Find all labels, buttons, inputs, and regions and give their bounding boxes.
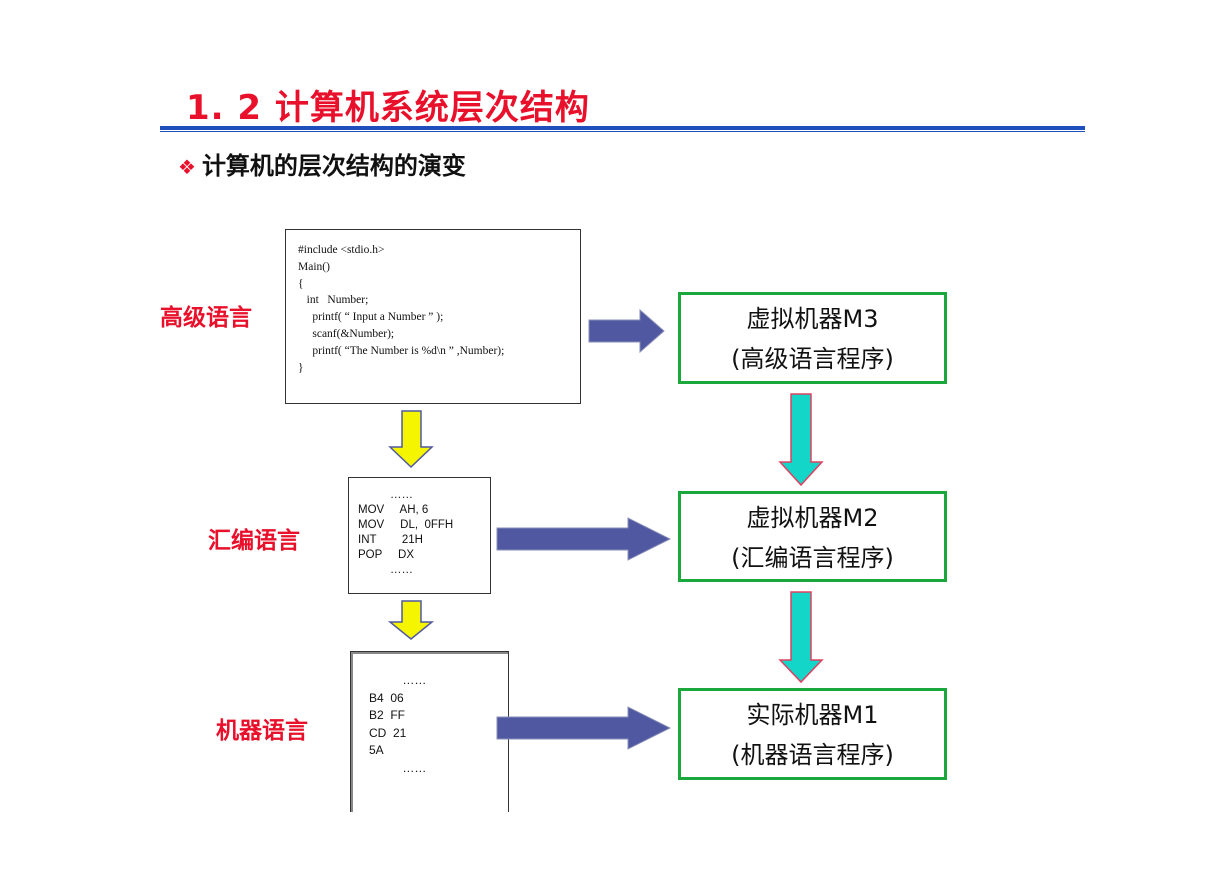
code-line: 5A: [369, 743, 384, 757]
code-line: scanf(&Number);: [298, 327, 395, 340]
code-line: MOV AH, 6: [358, 504, 429, 516]
down-arrow-icon: [778, 393, 824, 487]
code-line: ……: [358, 564, 413, 576]
right-arrow-icon: [588, 308, 665, 354]
code-line: B4 06: [369, 690, 404, 705]
machine-name: 虚拟机器M3: [746, 305, 879, 333]
code-line: #include <stdio.h>: [298, 244, 385, 256]
right-arrow-icon: [496, 706, 672, 750]
subtitle-text: 计算机的层次结构的演变: [201, 152, 466, 180]
label-high-level-language: 高级语言: [160, 305, 252, 331]
assembly-code-box: …… MOV AH, 6 MOV DL, 0FFH INT 21H POP DX…: [348, 477, 491, 594]
label-machine-language: 机器语言: [216, 718, 308, 744]
c-code-box: #include <stdio.h> Main() { int Number; …: [285, 229, 581, 404]
virtual-machine-m3-box: 虚拟机器M3 (高级语言程序): [678, 292, 947, 384]
machine-name: 实际机器M1: [746, 701, 879, 729]
code-line: printf( “The Number is %d\n ” ,Number);: [298, 344, 505, 357]
down-arrow-icon: [387, 600, 435, 640]
code-line: ……: [369, 673, 427, 687]
code-line: B2 FF: [369, 708, 406, 722]
code-line: printf( “ Input a Number ” );: [298, 311, 444, 324]
machine-desc: (汇编语言程序): [731, 544, 894, 572]
code-line: CD 21: [369, 725, 407, 740]
actual-machine-m1-box: 实际机器M1 (机器语言程序): [678, 688, 947, 780]
code-line: ……: [369, 760, 427, 775]
code-line: }: [298, 361, 304, 374]
code-line: MOV DL, 0FFH: [358, 519, 454, 531]
subtitle: ❖计算机的层次结构的演变: [178, 146, 466, 181]
page-title: 1. 2 计算机系统层次结构: [186, 88, 590, 128]
down-arrow-icon: [388, 410, 434, 469]
right-arrow-icon: [496, 517, 672, 561]
code-line: INT 21H: [358, 534, 423, 546]
code-line: Main(): [298, 260, 330, 273]
down-arrow-icon: [778, 591, 824, 684]
code-line: int Number;: [298, 294, 369, 307]
code-line: {: [298, 277, 304, 290]
diamond-bullet-icon: ❖: [178, 155, 196, 179]
code-line: ……: [358, 489, 413, 501]
title-underline-thin: [160, 131, 1085, 132]
code-line: POP DX: [358, 549, 415, 561]
machine-name: 虚拟机器M2: [746, 504, 879, 532]
title-underline: [160, 126, 1085, 130]
virtual-machine-m2-box: 虚拟机器M2 (汇编语言程序): [678, 491, 947, 582]
machine-desc: (机器语言程序): [731, 741, 894, 769]
machine-desc: (高级语言程序): [731, 345, 894, 373]
label-assembly-language: 汇编语言: [208, 528, 300, 554]
